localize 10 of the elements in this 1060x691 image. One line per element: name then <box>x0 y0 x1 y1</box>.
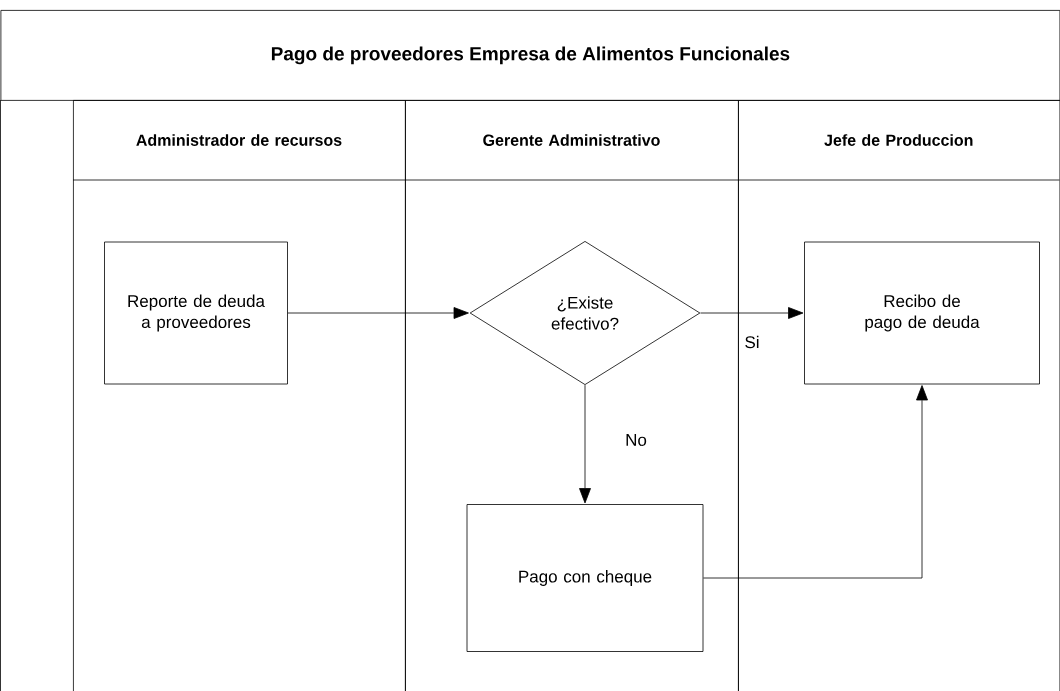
process-box: Pago con cheque <box>466 504 704 652</box>
edge-label: No <box>626 434 647 446</box>
process-box: Recibo de pago de deuda <box>804 241 1040 385</box>
process-box: Reporte de deuda a proveedores <box>104 241 288 385</box>
arrow <box>700 307 804 319</box>
arrow <box>703 385 928 579</box>
title-band: Pago de proveedores Empresa de Alimentos Funcionales <box>0 10 1060 101</box>
edge-label: Si <box>745 335 759 349</box>
arrow <box>579 384 591 504</box>
arrow <box>287 307 469 319</box>
